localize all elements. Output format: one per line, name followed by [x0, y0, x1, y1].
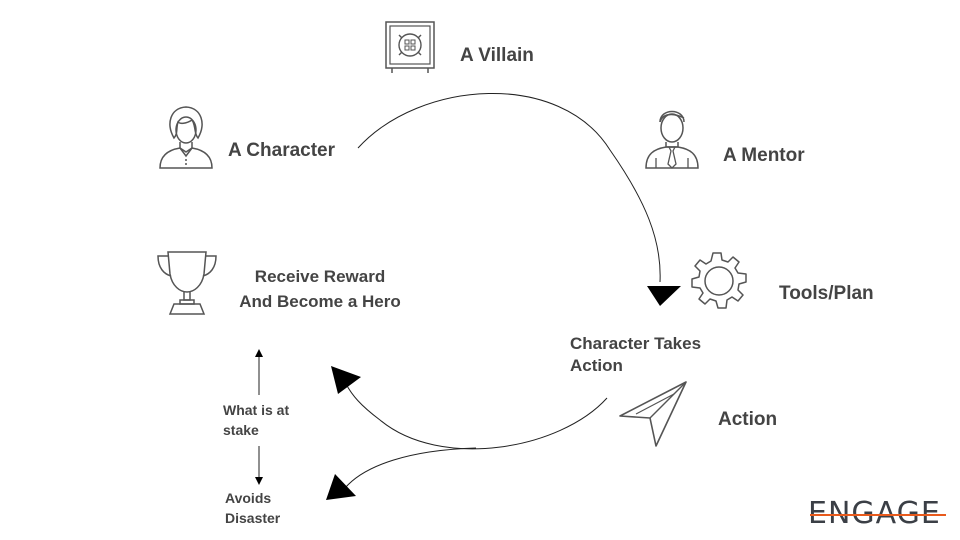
- engage-logo: ENGAGE: [808, 496, 950, 531]
- arrowhead-reward: [331, 366, 361, 394]
- arc-action-to-reward: [345, 383, 608, 450]
- arrowhead-tools: [647, 286, 681, 306]
- avoids-line1: Avoids: [225, 490, 272, 506]
- safe-icon: [385, 21, 435, 73]
- stakes-line1: What is at: [223, 402, 290, 418]
- reward-label: Receive Reward And Become a Hero: [218, 266, 422, 313]
- takes-action-line2: Action: [570, 356, 623, 375]
- paper-plane-icon: [619, 381, 687, 447]
- takes-action-line1: Character Takes: [570, 334, 702, 353]
- stakes-line2: stake: [223, 422, 259, 438]
- reward-label-line1: Receive Reward: [254, 267, 386, 286]
- takes-action-label: Character Takes Action: [570, 333, 701, 377]
- mentor-label: A Mentor: [723, 145, 805, 166]
- woman-avatar-icon: [159, 106, 213, 169]
- action-label: Action: [718, 409, 778, 430]
- man-with-tie-icon: [645, 110, 699, 169]
- avoids-disaster-label: Avoids Disaster: [225, 488, 280, 528]
- stakes-up-arrowhead: [255, 349, 263, 357]
- stakes-label: What is at stake: [223, 400, 289, 440]
- avoids-line2: Disaster: [225, 510, 281, 526]
- stakes-down-arrowhead: [255, 477, 263, 485]
- tools-label: Tools/Plan: [779, 283, 874, 304]
- character-label: A Character: [228, 140, 336, 161]
- reward-label-line2: And Become a Hero: [239, 292, 401, 311]
- trophy-icon: [157, 251, 217, 315]
- arc-character-to-tools: [357, 92, 661, 283]
- arrowhead-avoids: [326, 474, 356, 500]
- engage-logo-text: ENGAGE: [808, 496, 941, 531]
- gear-icon: [691, 252, 747, 309]
- arc-to-avoids-disaster: [344, 447, 477, 489]
- villain-label: A Villain: [460, 45, 534, 66]
- engage-logo-accent-bar: [810, 514, 946, 516]
